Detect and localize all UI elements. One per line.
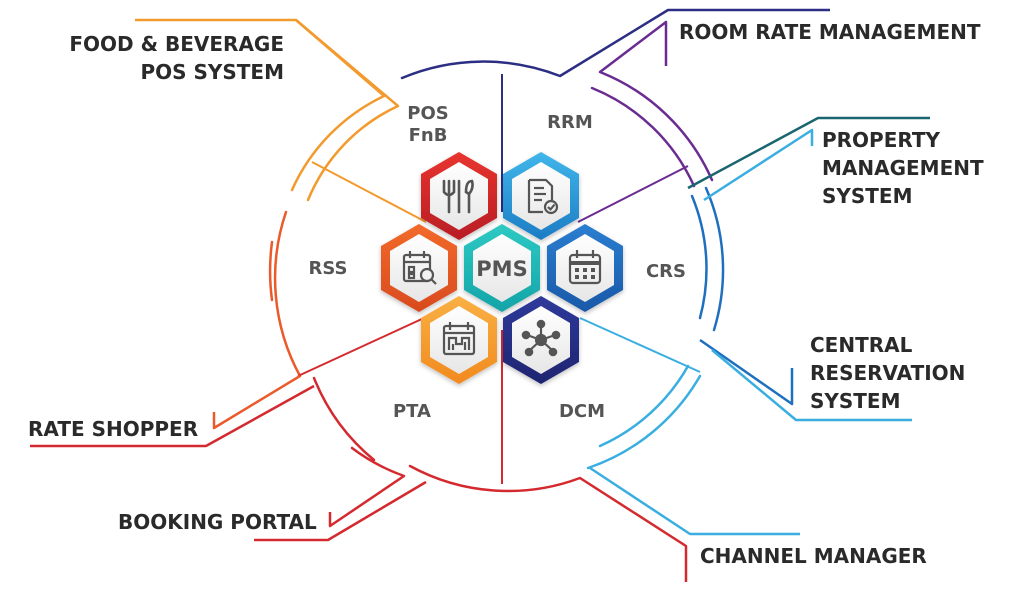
- ring-arc-red-bottom-outer: [408, 464, 582, 493]
- ring-arc-navy-top: [400, 60, 562, 80]
- ring-arc-purple-inner: [590, 86, 696, 188]
- ring-arc-blue-outer: [704, 186, 725, 332]
- connector-food-beverage-2: [295, 19, 399, 107]
- floor-plan-icon: [442, 322, 476, 356]
- label-crs-line1: CENTRAL: [810, 333, 913, 357]
- hex-rss[interactable]: [381, 224, 457, 312]
- radial-dividers: [297, 74, 701, 484]
- network-icon: [521, 319, 561, 357]
- fork-knife-spoon-icon: [442, 179, 474, 214]
- label-pms-line3: SYSTEM: [822, 184, 913, 208]
- label-food-beverage: FOOD & BEVERAGE POS SYSTEM: [40, 30, 284, 86]
- label-food-beverage-line2: POS SYSTEM: [140, 60, 284, 84]
- connector-booking: [328, 474, 405, 528]
- segment-label-pta: PTA: [392, 401, 431, 422]
- ring-arc-purple-outer: [598, 70, 714, 182]
- ring-arc-redorange-outer: [273, 210, 302, 378]
- segment-label-dcm: DCM: [558, 401, 606, 422]
- segment-label-rss: RSS: [308, 258, 348, 279]
- label-booking-portal: BOOKING PORTAL: [118, 510, 317, 534]
- hex-cluster: PMS: [381, 152, 623, 384]
- connector-rate-shopper: [212, 374, 301, 430]
- connector-pms-2: [703, 128, 814, 202]
- segment-label-crs: CRS: [645, 261, 687, 282]
- center-label: PMS: [476, 257, 527, 281]
- connector-channel-2: [579, 476, 688, 582]
- ring-arc-lightblue-outer: [586, 374, 702, 470]
- segment-label-pos-line1: POS: [407, 103, 449, 124]
- connector-channel: [589, 466, 800, 536]
- label-crs-line3: SYSTEM: [810, 389, 901, 413]
- label-rate-shopper: RATE SHOPPER: [28, 417, 199, 441]
- label-pms-line1: PROPERTY: [822, 128, 941, 152]
- connector-pms: [687, 116, 930, 190]
- connectors: [30, 8, 930, 582]
- segment-label-pos-line2: FnB: [408, 125, 448, 146]
- label-central-reservation-system: CENTRAL RESERVATION SYSTEM: [810, 331, 965, 415]
- ring-arc-red-left: [312, 376, 376, 462]
- document-check-icon: [527, 178, 559, 215]
- ring-arc-orange-outer: [290, 94, 386, 192]
- connector-crs-2: [711, 349, 912, 422]
- label-crs-line2: RESERVATION: [810, 361, 966, 385]
- label-room-rate-management: ROOM RATE MANAGEMENT: [679, 20, 981, 44]
- connector-room-rate: [559, 8, 830, 78]
- ring-arc-redorange-inner: [268, 240, 274, 302]
- search-calendar-icon: [402, 251, 437, 285]
- connector-room-rate-2: [599, 20, 668, 73]
- label-property-management-system: PROPERTY MANAGEMENT SYSTEM: [822, 126, 984, 210]
- label-food-beverage-line1: FOOD & BEVERAGE: [69, 32, 284, 56]
- connector-crs: [699, 338, 794, 406]
- connector-rate-shopper-2: [30, 384, 315, 448]
- ring-arc-lightblue-inner: [598, 364, 690, 448]
- hex-pms[interactable]: [464, 224, 540, 312]
- label-channel-manager: CHANNEL MANAGER: [700, 544, 927, 568]
- ring-arc-blue-inner: [690, 194, 708, 320]
- hex-pta[interactable]: [421, 296, 497, 384]
- outer-ring: [268, 60, 725, 493]
- ring-arc-orange-inner: [306, 104, 400, 202]
- calendar-icon: [568, 250, 602, 285]
- label-pms-line2: MANAGEMENT: [822, 156, 984, 180]
- segment-label-rrm: RRM: [547, 112, 593, 133]
- ring-arc-red-bottom-inner: [350, 446, 406, 478]
- connector-booking-2: [254, 480, 427, 542]
- segment-label-pos: POS FnB: [398, 103, 458, 147]
- hex-rrm[interactable]: [503, 152, 579, 240]
